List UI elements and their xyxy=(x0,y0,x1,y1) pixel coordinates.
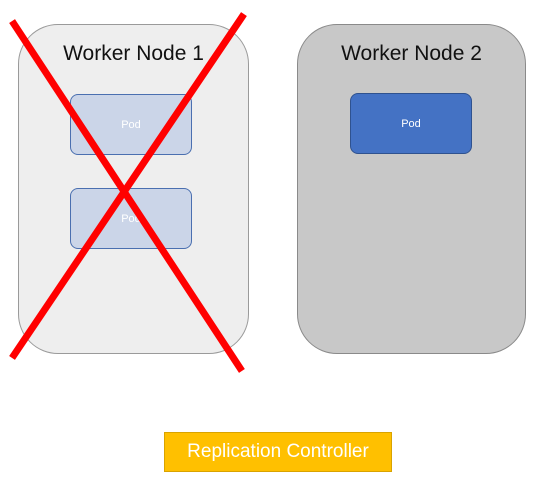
pod-3: Pod xyxy=(350,93,472,154)
pod-2: Pod xyxy=(70,188,192,249)
worker-node-1-title: Worker Node 1 xyxy=(63,42,204,65)
replication-controller-label: Replication Controller xyxy=(187,441,369,462)
pod-1: Pod xyxy=(70,94,192,155)
worker-node-2-title: Worker Node 2 xyxy=(341,42,482,65)
pod-2-label: Pod xyxy=(121,212,141,225)
pod-3-label: Pod xyxy=(401,117,421,130)
pod-1-label: Pod xyxy=(121,118,141,131)
replication-controller-box: Replication Controller xyxy=(164,432,392,472)
worker-node-2: Worker Node 2 xyxy=(297,24,526,354)
